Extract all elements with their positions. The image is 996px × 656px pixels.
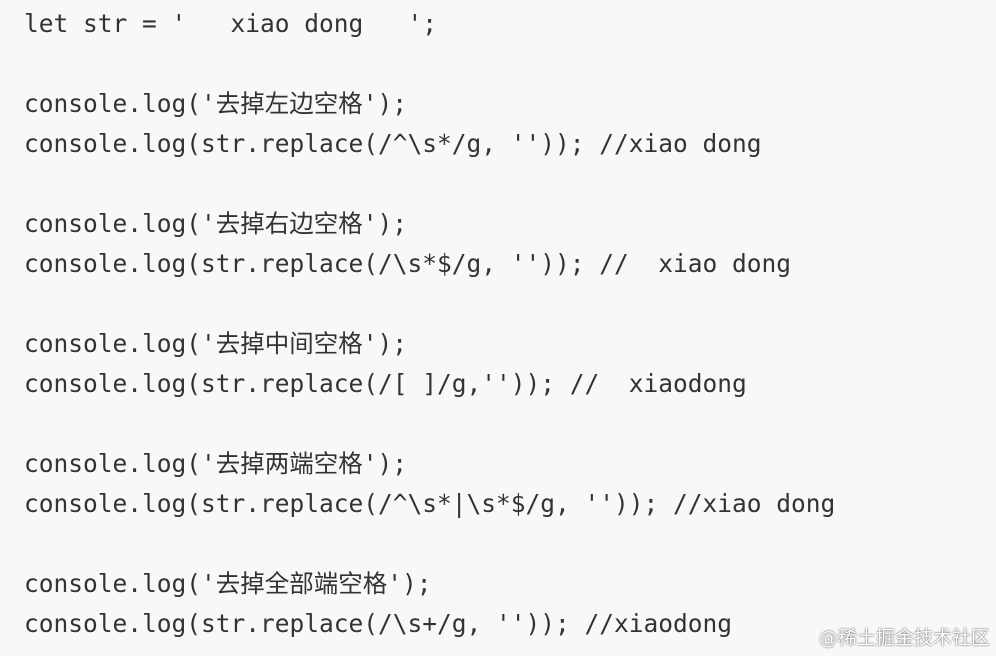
- code-line: console.log(str.replace(/\s+/g, '')); //…: [24, 609, 733, 638]
- code-line: console.log('去掉全部端空格');: [24, 569, 432, 598]
- code-line: let str = ' xiao dong ';: [24, 9, 438, 38]
- code-line: console.log('去掉左边空格');: [24, 89, 408, 118]
- code-line: console.log(str.replace(/^\s*/g, '')); /…: [24, 129, 762, 158]
- code-line: console.log('去掉右边空格');: [24, 209, 408, 238]
- code-line: console.log(str.replace(/\s*$/g, '')); /…: [24, 249, 792, 278]
- code-line: console.log('去掉两端空格');: [24, 449, 408, 478]
- code-line: console.log(str.replace(/^\s*|\s*$/g, ''…: [24, 489, 836, 518]
- code-line: console.log(str.replace(/[ ]/g,'')); // …: [24, 369, 747, 398]
- watermark: @稀土掘金技术社区: [818, 627, 990, 649]
- code-line: console.log('去掉中间空格');: [24, 329, 408, 358]
